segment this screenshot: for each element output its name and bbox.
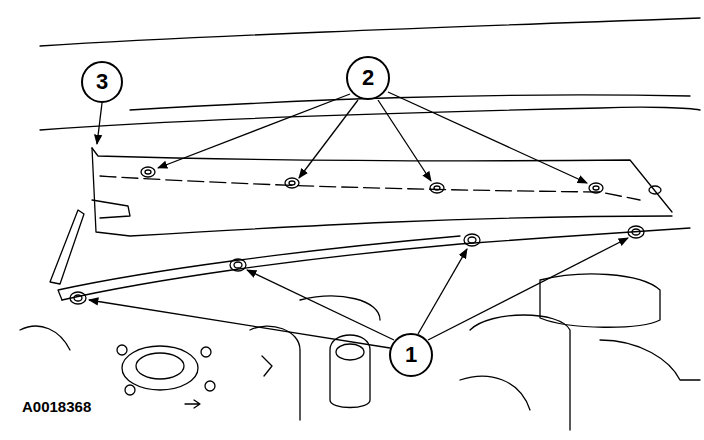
callout-number: 1 bbox=[405, 344, 417, 366]
callout-circle: 3 bbox=[81, 61, 123, 103]
callout-number: 2 bbox=[362, 67, 374, 89]
callout-circle: 1 bbox=[389, 333, 433, 377]
figure-code: A0018368 bbox=[22, 398, 91, 415]
callout-number: 3 bbox=[96, 71, 108, 93]
callout-circle: 2 bbox=[346, 56, 390, 100]
